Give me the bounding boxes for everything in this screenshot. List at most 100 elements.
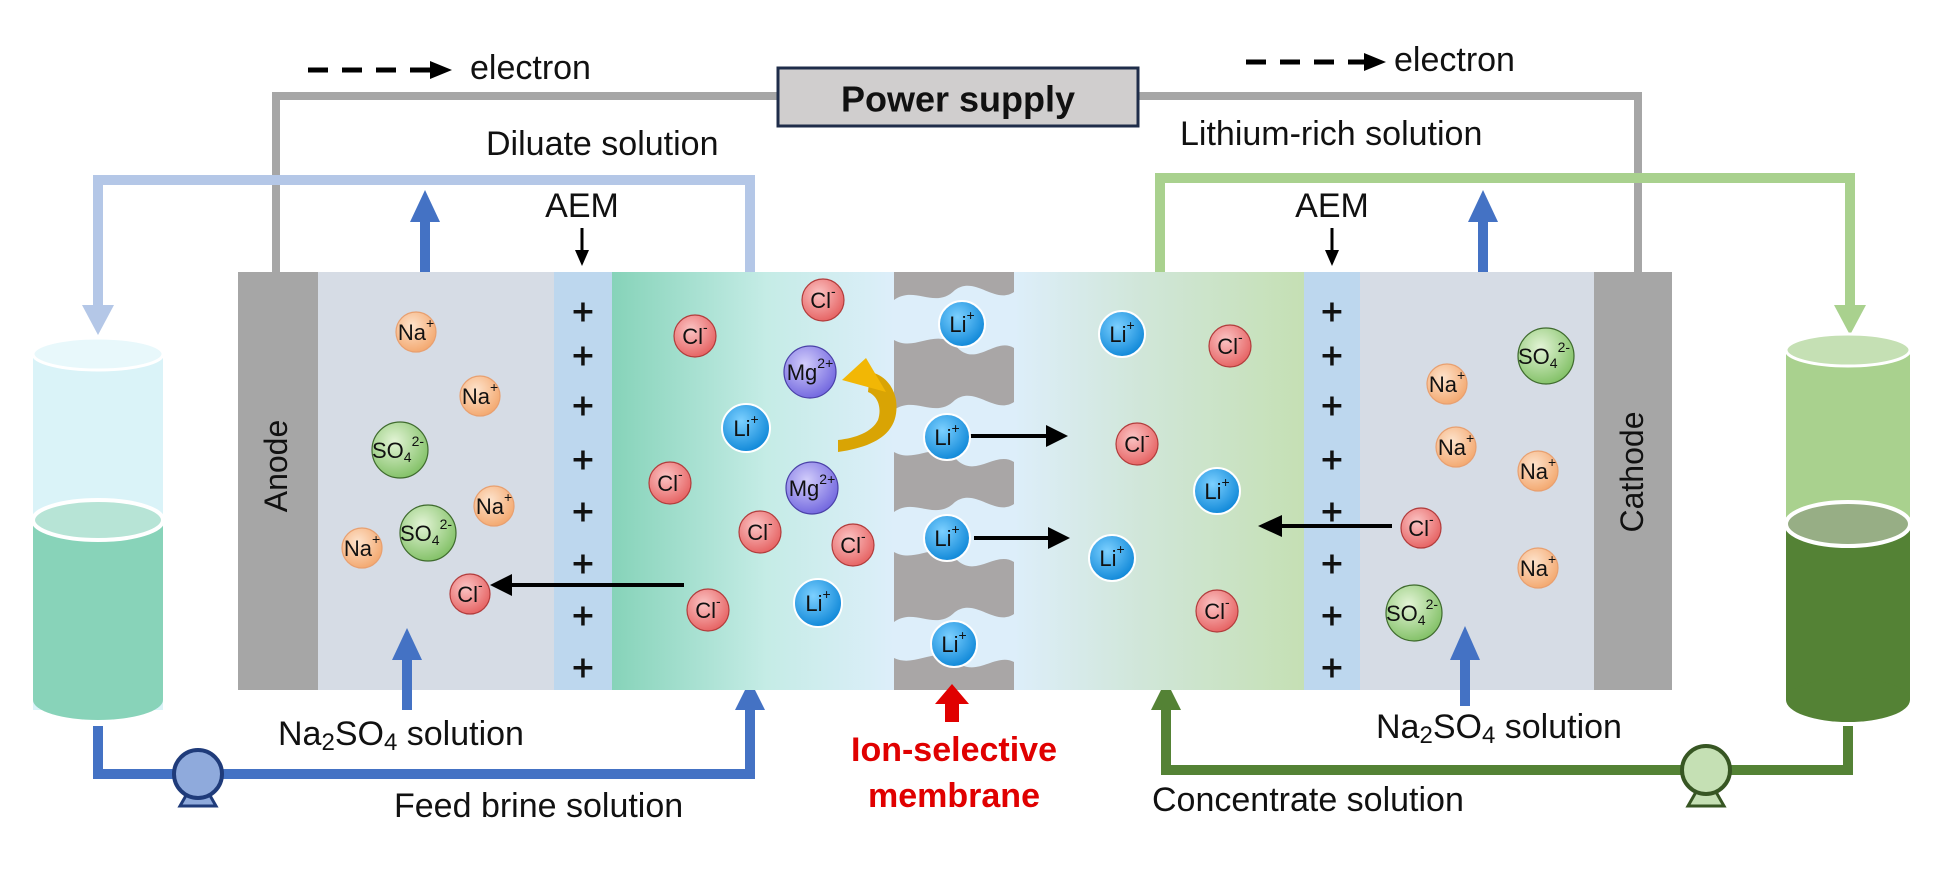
ion-sphere — [459, 375, 501, 417]
diluate-loop: Diluate solution — [82, 125, 755, 335]
anode-in-arrowhead-icon — [392, 628, 422, 660]
feed-pipe — [93, 706, 755, 779]
arrowhead-icon — [1046, 425, 1068, 447]
ion-label: Na+ — [1438, 430, 1474, 460]
aem-left-charges: ++++++++ — [570, 295, 595, 686]
arrowhead-icon — [430, 61, 452, 79]
ion-label: Na+ — [476, 489, 512, 519]
ion-label: Li+ — [949, 307, 974, 337]
ion-na: Na+ — [1517, 450, 1559, 492]
ion-li: Li+ — [1088, 534, 1136, 582]
ion-label: Cl- — [810, 283, 836, 313]
ion-label: Cl- — [682, 319, 708, 349]
ion-na: Na+ — [341, 527, 383, 569]
arrowhead-icon — [575, 250, 589, 266]
ion-so4: SO42- — [1385, 584, 1443, 642]
ion-cl: Cl- — [673, 314, 717, 358]
ion-label: Na+ — [462, 379, 498, 409]
anode-out-arrowhead-icon — [410, 190, 440, 222]
ion-cl: Cl- — [831, 523, 875, 567]
ion-label: Li+ — [934, 420, 959, 450]
na2so4-left-label: Na2SO4 solution — [278, 715, 524, 756]
positive-charge-icon: + — [570, 547, 595, 582]
lithium-rich-solution-label: Lithium-rich solution — [1180, 115, 1482, 153]
positive-charge-icon: + — [1319, 443, 1344, 478]
positive-charge-icon: + — [1319, 339, 1344, 374]
power-supply-label: Power supply — [841, 79, 1075, 120]
ion-sphere — [1385, 584, 1443, 642]
ion-li: Li+ — [793, 578, 843, 628]
ion-cl: Cl- — [648, 461, 692, 505]
ion-label: Li+ — [1204, 474, 1229, 504]
ion-so4: SO42- — [371, 421, 429, 479]
migration-arrows — [490, 425, 1392, 596]
positive-charge-icon: + — [570, 389, 595, 424]
ion-sphere — [449, 573, 491, 615]
ion-label: Na+ — [344, 531, 380, 561]
aem-right-label: AEM — [1295, 187, 1369, 225]
cathode-in-arrow-shaft — [1460, 650, 1470, 706]
arrowhead-icon — [1325, 250, 1339, 266]
ion-label: Na+ — [398, 315, 434, 345]
na2so4-right-label: Na2SO4 solution — [1376, 708, 1622, 749]
ion-selective-callout: Ion-selective membrane — [851, 684, 1057, 815]
ion-sphere — [648, 461, 692, 505]
curved-arrow-icon — [838, 372, 897, 452]
ions-layer: Na+ Na+ SO42- SO42- Na+ Na+ Cl- Cl- Cl- Mg2+ Li+ Cl… — [341, 278, 1575, 668]
ion-selective-label-line1: Ion-selective — [851, 731, 1057, 769]
ion-cl: Cl- — [449, 573, 491, 615]
ion-label: Na+ — [1520, 454, 1556, 484]
ion-label: Mg2+ — [787, 355, 834, 385]
ion-cl: Cl- — [1208, 324, 1252, 368]
aem-right-charges: ++++++++ — [1319, 295, 1344, 686]
ion-cl: Cl- — [1115, 422, 1159, 466]
na2so4-flow-arrows — [392, 190, 1498, 710]
ion-sphere — [473, 485, 515, 527]
anode-electrode — [238, 272, 318, 690]
ion-na: Na+ — [459, 375, 501, 417]
cathode-electrode — [1594, 272, 1672, 690]
ion-sphere — [1517, 547, 1559, 589]
ion-label: Cl- — [695, 593, 721, 623]
ion-cl: Cl- — [1400, 507, 1442, 549]
ion-label: Cl- — [840, 528, 866, 558]
lithium-arrowhead-icon — [1834, 305, 1866, 335]
concentrate-arrowhead-icon — [1151, 680, 1181, 710]
ion-sphere — [1098, 310, 1146, 358]
lithium-rich-loop: Lithium-rich solution — [1155, 115, 1866, 335]
ion-sphere — [1517, 450, 1559, 492]
mg-rejection-arrow — [838, 358, 897, 452]
lithium-pipe — [1155, 173, 1855, 318]
arrowhead-icon — [1364, 53, 1386, 71]
arrowhead-icon — [490, 574, 512, 596]
ion-label: Cl- — [747, 515, 773, 545]
ion-label: SO42- — [400, 516, 452, 548]
ion-sphere — [686, 588, 730, 632]
ion-na: Na+ — [473, 485, 515, 527]
ion-sphere — [930, 620, 978, 668]
positive-charge-icon: + — [570, 339, 595, 374]
ion-li: Li+ — [938, 300, 986, 348]
ion-sphere — [1115, 422, 1159, 466]
positive-charge-icon: + — [1319, 295, 1344, 330]
ion-sphere — [785, 461, 839, 515]
cathode-in-arrowhead-icon — [1450, 626, 1480, 660]
ion-sphere — [1195, 589, 1239, 633]
ion-label: SO42- — [372, 433, 424, 465]
diluate-tank — [31, 336, 165, 720]
ion-label: Na+ — [1429, 367, 1465, 397]
concentrate-pump-icon — [1680, 744, 1732, 808]
ion-li: Li+ — [923, 514, 971, 562]
ion-label: Li+ — [805, 586, 830, 616]
positive-charge-icon: + — [1319, 495, 1344, 530]
diluate-solution-label: Diluate solution — [486, 125, 718, 163]
ion-sphere — [923, 514, 971, 562]
ion-label: Li+ — [941, 627, 966, 657]
aem-left — [554, 272, 612, 690]
aem-right — [1304, 272, 1360, 690]
concentrate-pipe — [1161, 706, 1853, 775]
ion-li: Li+ — [923, 413, 971, 461]
aem-right-label-group: AEM — [1295, 187, 1369, 266]
feed-brine-loop: Feed brine solution — [93, 680, 765, 825]
ion-so4: SO42- — [399, 504, 457, 562]
